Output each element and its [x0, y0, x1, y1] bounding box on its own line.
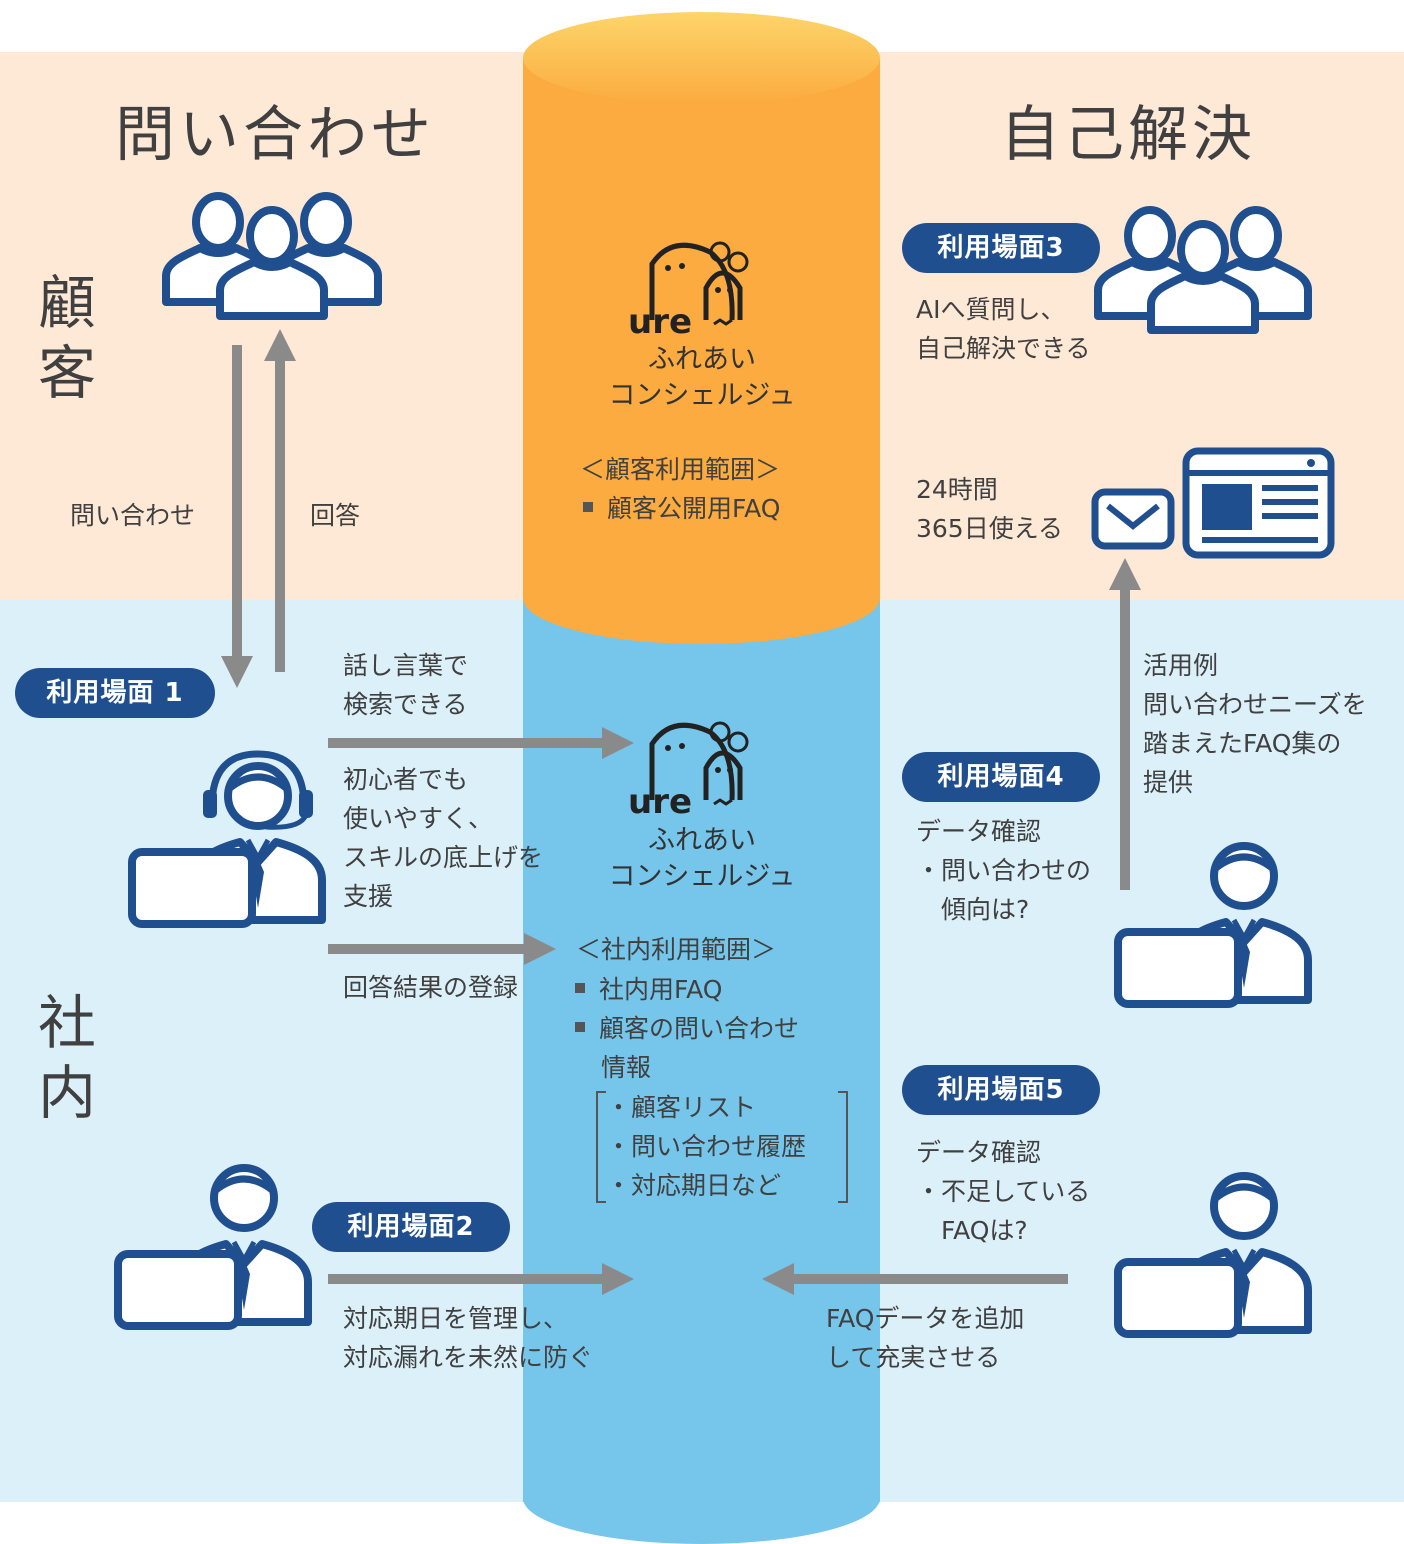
faq-database-cylinder — [523, 12, 880, 1544]
brand-name-line2: コンシェルジュ — [608, 380, 796, 411]
scene1-text-support: 初心者でも 使いやすく、 スキルの底上げを 支援 — [343, 765, 544, 911]
brand-name-line1: ふれあい — [648, 825, 756, 856]
operator-headset-icon — [132, 750, 322, 924]
internal-scope-item2: 顧客の問い合わせ — [575, 1009, 799, 1048]
arrows — [220, 328, 1142, 1296]
side-label-internal: 社内 — [38, 989, 97, 1127]
logo-wordmark-bottom: ure — [628, 782, 693, 822]
scene3-badge: 利用場面3 — [902, 223, 1100, 273]
scene2-text: 対応期日を管理し、 対応漏れを未然に防ぐ — [343, 1304, 594, 1372]
mail-icon — [1091, 488, 1175, 550]
mascot-logo-bottom — [649, 721, 749, 806]
staff-icon-scene2 — [118, 1168, 308, 1326]
scene4-text: データ確認 ・問い合わせの 傾向は? — [916, 817, 1092, 924]
side-label-customer: 顧客 — [38, 269, 97, 407]
scene4-badge: 利用場面4 — [902, 752, 1100, 802]
bullet-square — [583, 502, 593, 512]
scene1-badge: 利用場面 1 — [15, 668, 215, 718]
logo-wordmark-top: ure — [628, 302, 693, 342]
scene1-text-search: 話し言葉で 検索できる — [343, 651, 469, 719]
brand-name-line2: コンシェルジュ — [608, 861, 796, 892]
browser-window-icon — [1182, 447, 1335, 559]
mascot-logo-top — [649, 241, 749, 326]
scene5-text: データ確認 ・不足している FAQは? — [916, 1138, 1091, 1245]
scene5-text-add: FAQデータを追加 して充実させる — [826, 1304, 1025, 1372]
scene4-example: 活用例 問い合わせニーズを 踏まえたFAQ集の 提供 — [1143, 651, 1367, 797]
internal-subitem-2: ・問い合わせ履歴 — [606, 1132, 807, 1161]
scene2-badge: 利用場面2 — [312, 1202, 510, 1252]
scene1-text-register: 回答結果の登録 — [343, 973, 519, 1002]
scene3-text-hours: 24時間 365日使える — [916, 475, 1063, 543]
staff-icon-scene5 — [1118, 1176, 1308, 1334]
heading-inquiry: 問い合わせ — [115, 100, 435, 170]
internal-scope-item2-cont: 情報 — [601, 1053, 652, 1082]
flow-label-inquiry: 問い合わせ — [70, 501, 196, 530]
bullet-square — [575, 983, 585, 993]
heading-self-solve: 自己解決 — [1000, 100, 1256, 170]
internal-subitem-3: ・対応期日など — [606, 1171, 782, 1200]
flow-label-answer: 回答 — [310, 501, 361, 530]
brand-name-line1: ふれあい — [648, 344, 756, 375]
staff-icon-scene4 — [1118, 846, 1308, 1004]
brand-name-bottom: ふれあい コンシェルジュ — [560, 823, 844, 895]
bullet-square — [575, 1022, 585, 1032]
self-solve-customer-group-icon — [1098, 210, 1308, 330]
scene5-badge: 利用場面5 — [902, 1065, 1100, 1115]
brand-name-top: ふれあい コンシェルジュ — [560, 342, 844, 414]
internal-scope-title: ＜社内利用範囲＞ — [576, 935, 777, 964]
internal-scope-item1: 社内用FAQ — [575, 970, 722, 1009]
internal-subitem-1: ・顧客リスト — [606, 1093, 757, 1122]
subitem-bracket — [596, 1091, 848, 1203]
scene3-text: AIへ質問し、 自己解決できる — [916, 295, 1091, 363]
customer-scope-title: ＜顧客利用範囲＞ — [580, 455, 781, 484]
customer-scope-item: 顧客公開用FAQ — [583, 489, 780, 528]
customer-group-icon — [166, 196, 378, 316]
